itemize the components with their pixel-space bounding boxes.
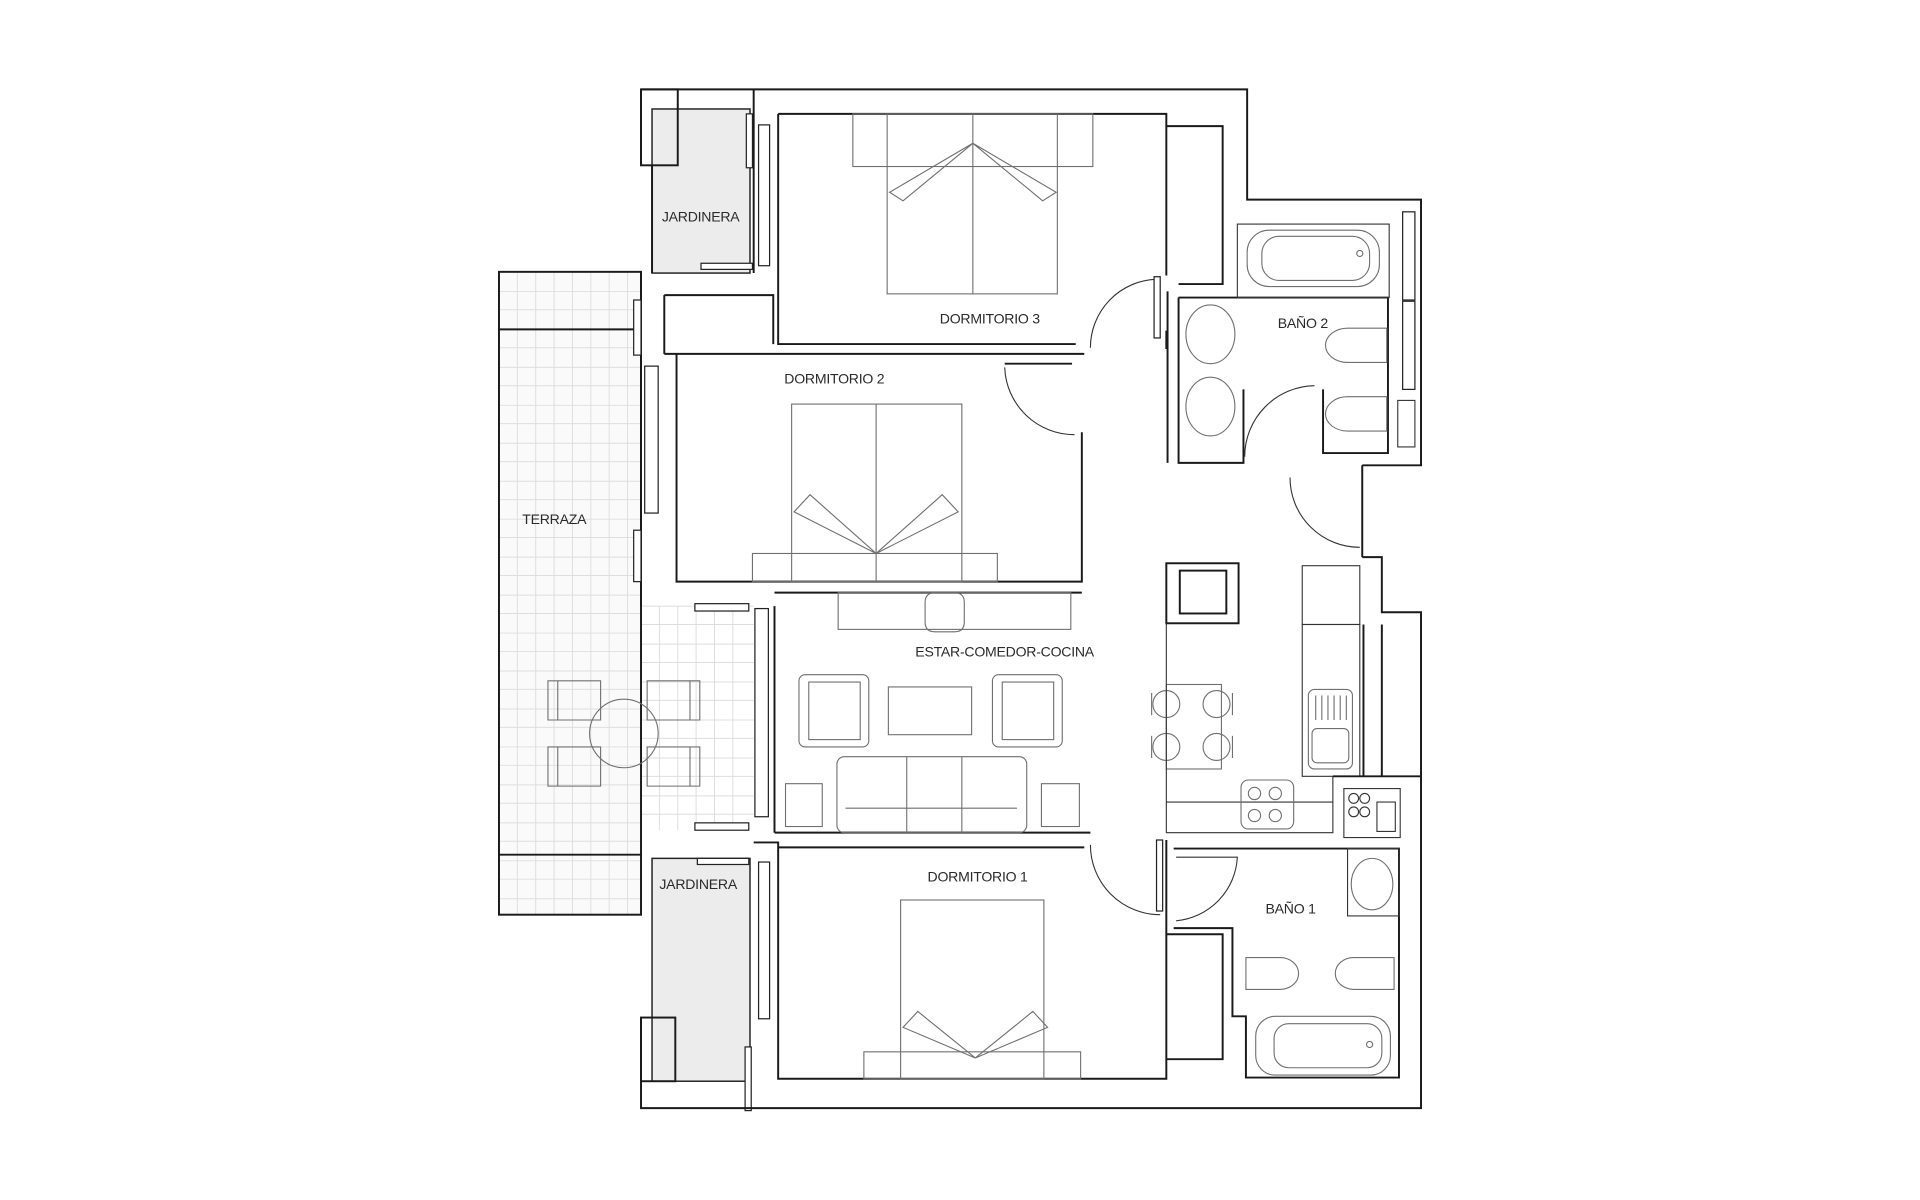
toilet-icon: [1245, 957, 1395, 990]
cooktop-icon: [1240, 779, 1295, 830]
coffee-table-icon: [887, 686, 973, 736]
toilet-icon: [1324, 327, 1388, 432]
dining-table-icon: [1151, 683, 1234, 770]
room-label-bano-2: BAÑO 2: [1278, 315, 1329, 331]
room-label-dormitorio-2: DORMITORIO 2: [784, 370, 884, 386]
room-estar-comedor-cocina: ESTAR-COMEDOR-COCINA: [694, 465, 1422, 839]
room-bano-1: BAÑO 1: [1173, 847, 1400, 1079]
armchair-icon: [991, 674, 1063, 748]
room-label-dormitorio-1: DORMITORIO 1: [928, 869, 1028, 885]
kitchen-sink-icon: [1307, 688, 1354, 770]
room-label-terraza: TERRAZA: [522, 511, 587, 527]
boiler-icon: [1397, 399, 1416, 448]
planter-bottom: JARDINERA: [640, 857, 752, 1112]
side-table-icon: [784, 783, 823, 828]
room-label-bano-1: BAÑO 1: [1266, 900, 1317, 916]
double-bed-icon: [751, 403, 998, 583]
bathtub-icon: [1255, 1015, 1391, 1076]
room-dormitorio-3: DORMITORIO 3: [757, 112, 1224, 349]
room-label-dormitorio-3: DORMITORIO 3: [940, 310, 1040, 326]
bathtub-icon: [1246, 229, 1380, 288]
double-bed-icon: [852, 113, 1094, 295]
room-dormitorio-1: DORMITORIO 1: [753, 839, 1224, 1080]
side-table-icon: [1040, 783, 1080, 828]
room-dormitorio-2: DORMITORIO 2: [633, 294, 1085, 583]
room-label-jardinera-top: JARDINERA: [662, 209, 740, 225]
tv-unit-icon: [837, 592, 1072, 633]
terrace: TERRAZA: [498, 270, 754, 916]
double-bed-icon: [863, 899, 1082, 1080]
terrace-table-set: [547, 680, 701, 787]
washbasin-icon: [1350, 857, 1394, 911]
room-label-estar: ESTAR-COMEDOR-COCINA: [915, 643, 1094, 659]
room-label-jardinera-bottom: JARDINERA: [659, 876, 737, 892]
sofa-icon: [836, 756, 1028, 834]
armchair-icon: [798, 674, 870, 748]
planter-top: JARDINERA: [640, 88, 754, 274]
washbasin-icon: [1185, 304, 1236, 437]
washing-appliance-icon: [1343, 788, 1401, 839]
room-bano-2: BAÑO 2: [1166, 211, 1416, 464]
